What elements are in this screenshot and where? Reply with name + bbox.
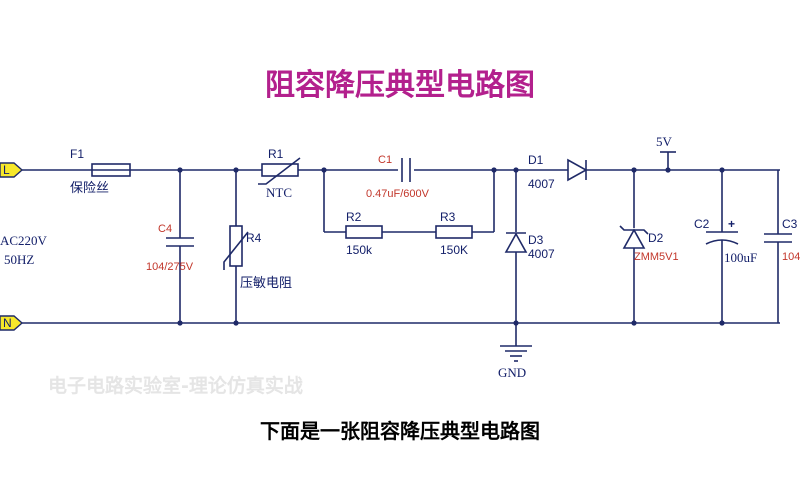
capacitor-c1-value: 0.47uF/600V — [366, 188, 430, 200]
diode-d3-ref: D3 — [528, 233, 544, 247]
input-frequency-label: 50HZ — [4, 252, 34, 267]
resistor-r3-value: 150K — [440, 243, 468, 257]
resistor-r2-value: 150k — [346, 243, 373, 257]
capacitor-c1: C1 0.47uF/600V — [366, 154, 430, 200]
caption-text: 下面是一张阻容降压典型电路图 — [260, 419, 540, 443]
capacitor-c4-ref: C4 — [158, 223, 172, 235]
capacitor-c4-value: 104/275V — [146, 261, 194, 273]
terminal-n: N — [0, 315, 24, 331]
diode-d1: D1 4007 — [528, 153, 588, 191]
ground-symbol: GND — [498, 323, 532, 380]
varistor-r4-name: 压敏电阻 — [240, 276, 292, 291]
resistor-r2-ref: R2 — [346, 210, 362, 224]
thermistor-r1: R1 NTC — [258, 147, 301, 200]
capacitor-c3-ref: C3 — [782, 217, 798, 231]
capacitor-c1-ref: C1 — [378, 154, 392, 166]
ground-label: GND — [498, 365, 526, 380]
resistor-r3-ref: R3 — [440, 210, 456, 224]
diagram-title: 阻容降压典型电路图 — [265, 68, 535, 103]
diode-d1-value: 4007 — [528, 177, 555, 191]
fuse-f1-name: 保险丝 — [70, 181, 109, 196]
junction-dots — [177, 167, 725, 326]
capacitor-c2-polarity: + — [728, 217, 735, 231]
resistor-branch-wires — [323, 170, 495, 233]
resistor-r2: R2 150k — [345, 210, 383, 257]
zener-d2: D2 ZMM5V1 — [619, 170, 679, 323]
capacitor-c3-value: 104 — [782, 251, 800, 263]
varistor-r4: R4 压敏电阻 — [223, 170, 292, 323]
fuse-f1: F1 保险丝 — [70, 147, 131, 196]
thermistor-r1-name: NTC — [266, 185, 292, 200]
terminal-l: L — [0, 162, 24, 178]
zener-d2-ref: D2 — [648, 231, 664, 245]
capacitor-c2-ref: C2 — [694, 217, 710, 231]
diode-d3-value: 4007 — [528, 247, 555, 261]
diode-d1-ref: D1 — [528, 153, 544, 167]
fuse-f1-ref: F1 — [70, 147, 84, 161]
capacitor-c2: + C2 100uF — [694, 170, 757, 323]
varistor-r4-ref: R4 — [246, 231, 262, 245]
watermark-text: 电子电路实验室-理论仿真实战 — [48, 374, 303, 397]
terminal-l-label: L — [3, 163, 10, 177]
thermistor-r1-ref: R1 — [268, 147, 284, 161]
output-5v-marker: 5V — [656, 134, 676, 170]
output-voltage-label: 5V — [656, 134, 673, 149]
zener-d2-value: ZMM5V1 — [634, 251, 679, 263]
resistor-r3: R3 150K — [435, 210, 473, 257]
input-voltage-label: AC220V — [0, 233, 48, 248]
capacitor-c3: C3 104 — [764, 170, 800, 323]
capacitor-c4: C4 104/275V — [146, 170, 194, 323]
capacitor-c2-value: 100uF — [724, 250, 757, 265]
terminal-n-label: N — [3, 316, 12, 330]
diode-d3: D3 4007 — [504, 170, 555, 323]
